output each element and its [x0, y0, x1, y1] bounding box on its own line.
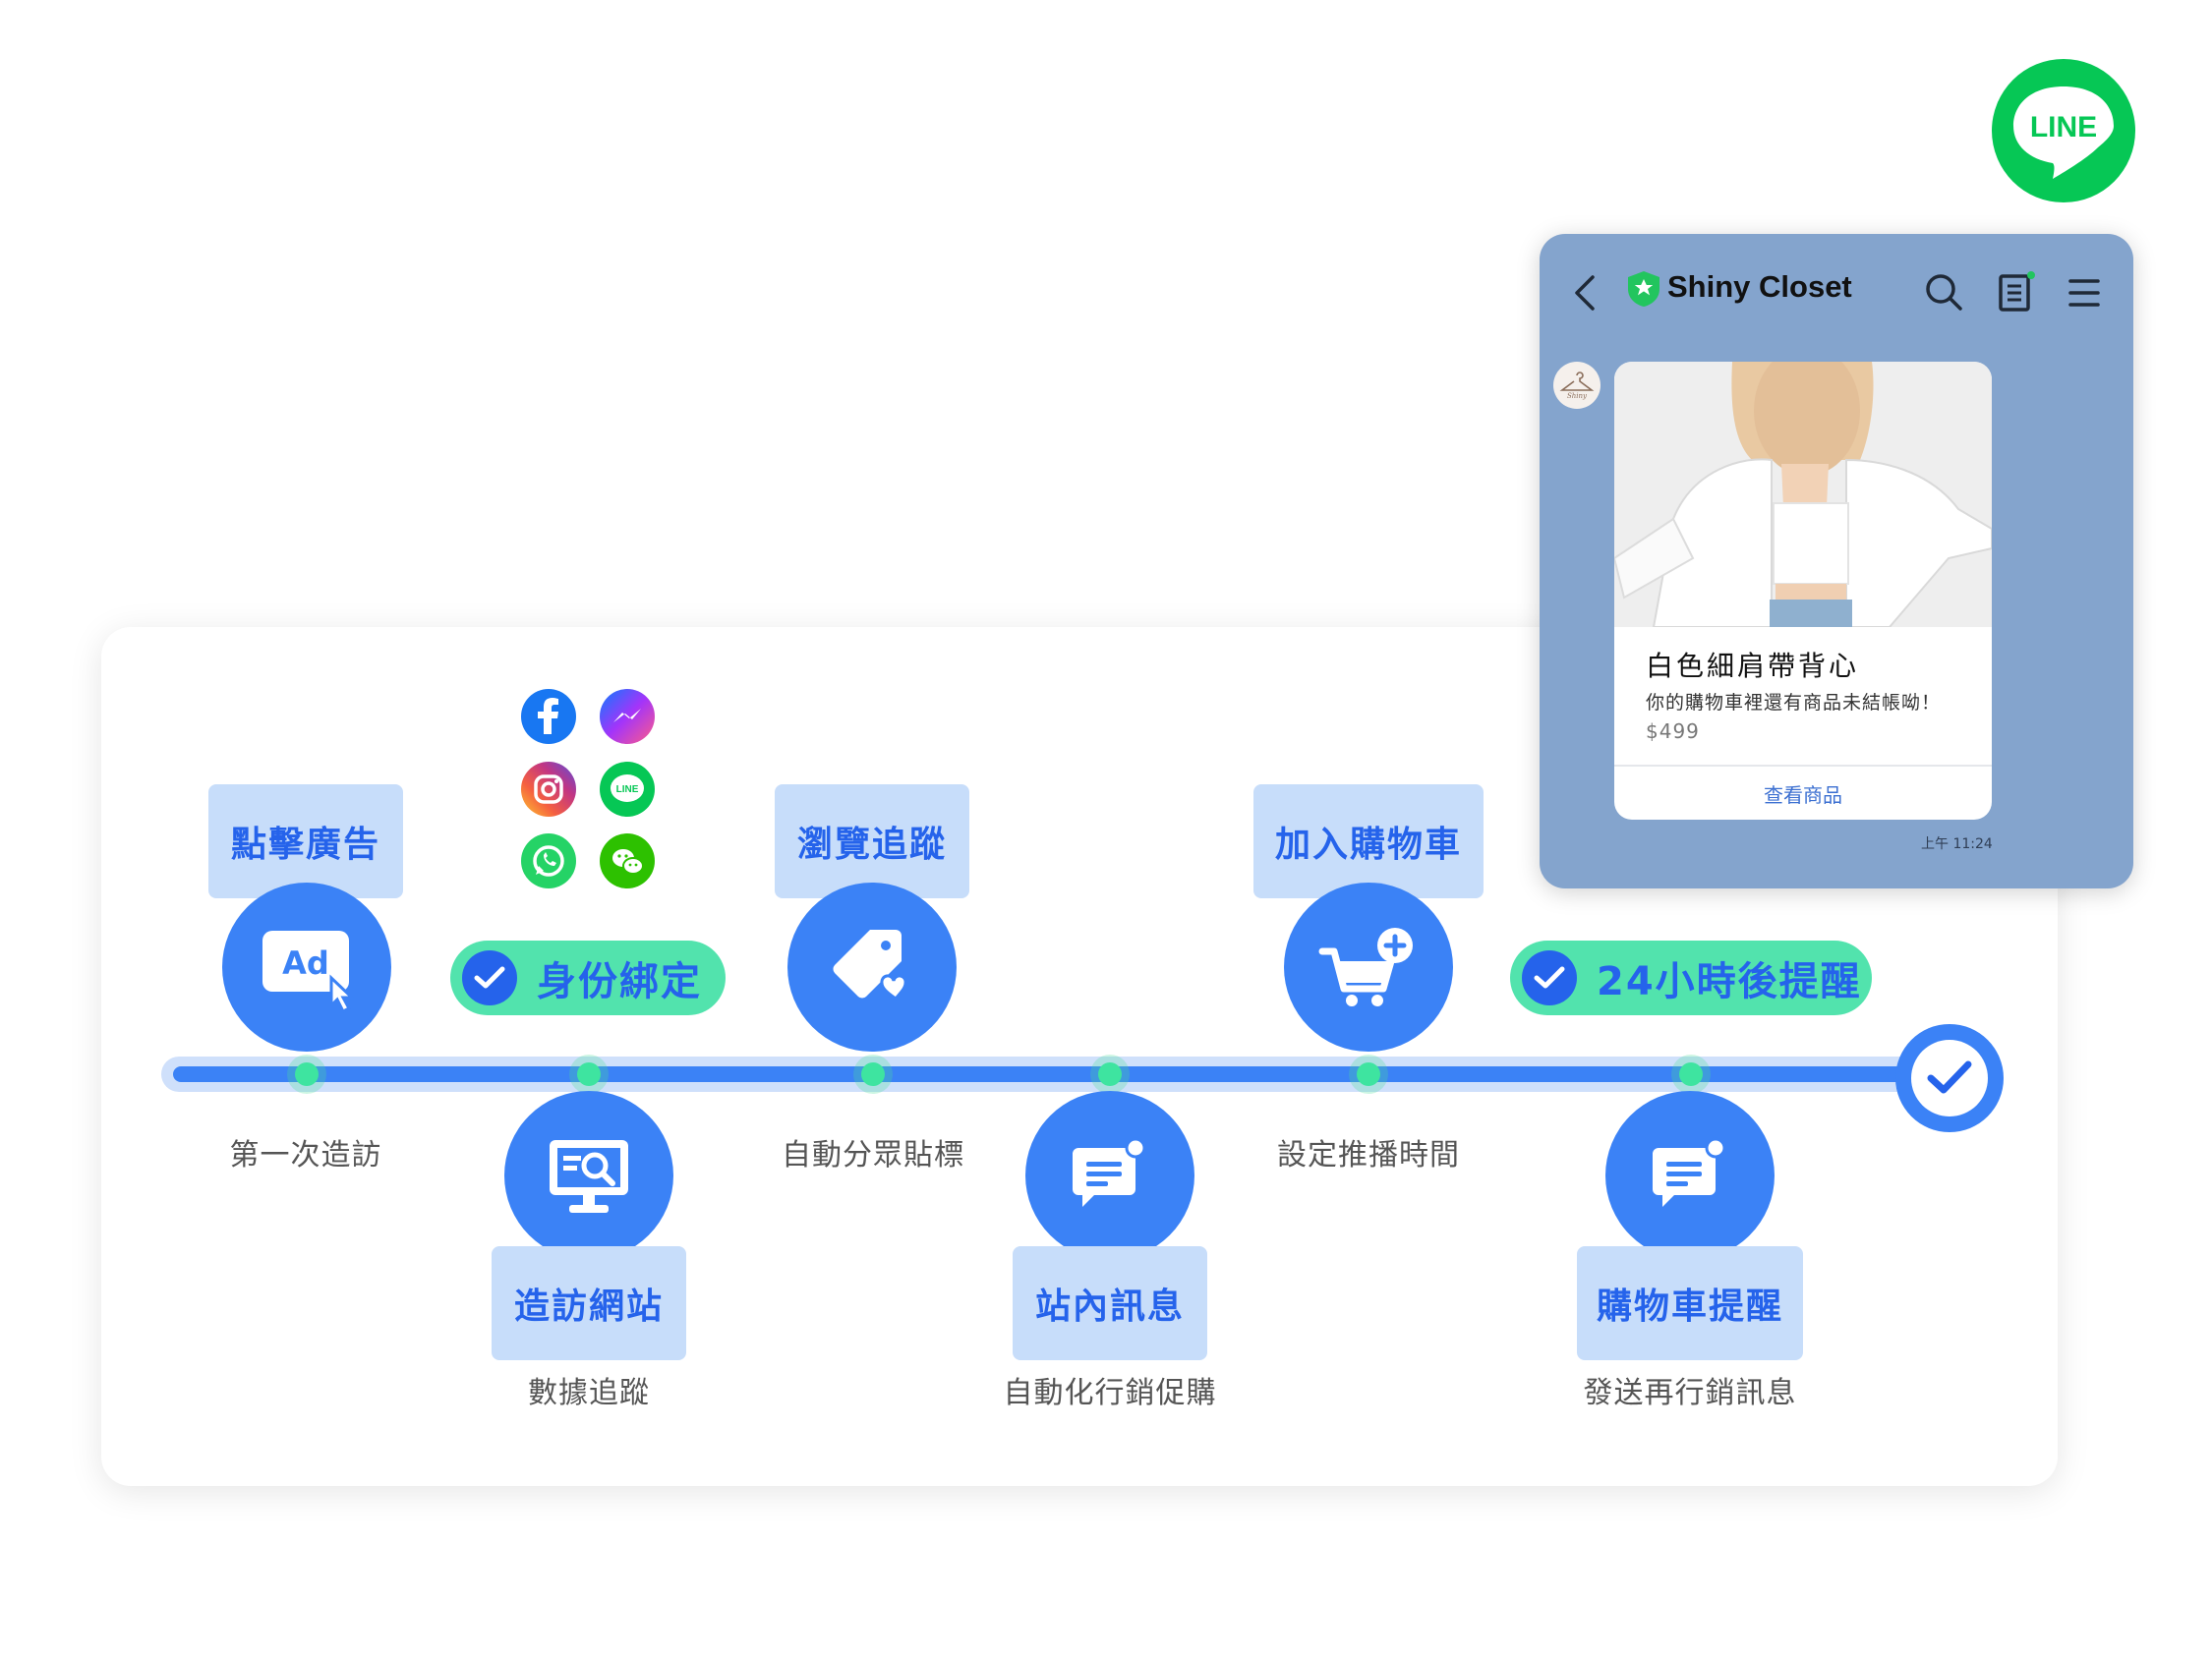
tag-cart-reminder: 購物車提醒	[1577, 1246, 1803, 1360]
sub-set-push-time: 設定推播時間	[1277, 1138, 1460, 1173]
monitor-search-icon	[550, 1140, 628, 1213]
verified-shield-icon	[1628, 271, 1659, 307]
svg-text:Shiny: Shiny	[1567, 392, 1588, 400]
sub-send-remarketing: 發送再行銷訊息	[1583, 1376, 1797, 1410]
cart-reminder-step	[1605, 1091, 1775, 1260]
back-arrow-icon[interactable]	[1573, 273, 1597, 313]
timeline-node	[569, 1055, 609, 1094]
timeline-node	[287, 1055, 326, 1094]
complete-check-icon	[1895, 1024, 2004, 1132]
pill-24h-reminder: 24小時後提醒	[1510, 941, 1872, 1015]
onsite-message-step	[1025, 1091, 1194, 1260]
tag-visit-site: 造訪網站	[492, 1246, 686, 1360]
card-divider	[1614, 765, 1992, 767]
browse-step	[787, 883, 957, 1052]
tag-onsite-message: 站內訊息	[1013, 1246, 1207, 1360]
sub-first-visit: 第一次造訪	[229, 1138, 382, 1173]
timeline-node	[1090, 1055, 1130, 1094]
facebook-icon	[521, 689, 576, 744]
svg-text:LINE: LINE	[616, 784, 639, 795]
search-icon[interactable]	[1923, 271, 1964, 313]
product-name: 白色細肩帶背心	[1646, 650, 1860, 682]
product-description: 你的購物車裡還有商品未結帳呦！	[1646, 692, 1942, 714]
notes-icon[interactable]	[1996, 271, 2035, 313]
whatsapp-icon	[521, 833, 576, 888]
timeline-node	[1349, 1055, 1388, 1094]
line-logo-text: LINE	[2030, 111, 2097, 143]
visit-site-step	[504, 1091, 673, 1260]
timeline-node	[853, 1055, 893, 1094]
timeline-node	[1671, 1055, 1711, 1094]
add-cart-step	[1284, 883, 1453, 1052]
chat-title: Shiny Closet	[1667, 269, 1852, 304]
chat-message-icon	[1653, 1137, 1726, 1207]
timeline-bar	[173, 1066, 1943, 1082]
line-chat-window: Shiny Closet Shiny 白色細肩帶背心 你的購	[1540, 234, 2133, 888]
menu-icon[interactable]	[2066, 275, 2102, 311]
sub-auto-marketing: 自動化行銷促購	[1003, 1376, 1217, 1410]
wechat-icon	[600, 833, 655, 888]
ad-click-step: Ad	[222, 883, 391, 1052]
pill-24h-text: 24小時後提醒	[1597, 959, 1862, 1004]
sub-auto-segment: 自動分眾貼標	[782, 1138, 964, 1173]
product-photo	[1614, 362, 1992, 627]
instagram-icon	[521, 762, 576, 817]
product-price: $499	[1646, 719, 1700, 743]
view-product-button[interactable]: 查看商品	[1764, 782, 1842, 807]
ad-click-icon: Ad	[262, 931, 356, 1014]
pill-identity-text: 身份綁定	[537, 959, 702, 1004]
svg-text:Ad: Ad	[282, 944, 329, 982]
messenger-icon	[600, 689, 655, 744]
line-logo: LINE	[1992, 59, 2135, 202]
product-message-card: 白色細肩帶背心 你的購物車裡還有商品未結帳呦！ $499 查看商品	[1614, 362, 1992, 820]
hanger-icon: Shiny	[1559, 372, 1595, 400]
tag-add-to-cart: 加入購物車	[1253, 784, 1484, 898]
message-time: 上午 11:24	[1921, 836, 1993, 852]
pill-identity-binding: 身份綁定	[450, 941, 726, 1015]
sub-data-tracking: 數據追蹤	[528, 1376, 650, 1410]
line-icon: LINE	[600, 762, 655, 817]
add-to-cart-icon	[1318, 928, 1413, 1006]
tag-browse-tracking: 瀏覽追蹤	[775, 784, 969, 898]
avatar: Shiny	[1553, 362, 1601, 409]
tag-click-ad: 點擊廣告	[208, 784, 403, 898]
chat-message-icon	[1073, 1137, 1146, 1207]
price-tag-heart-icon	[833, 930, 907, 1001]
